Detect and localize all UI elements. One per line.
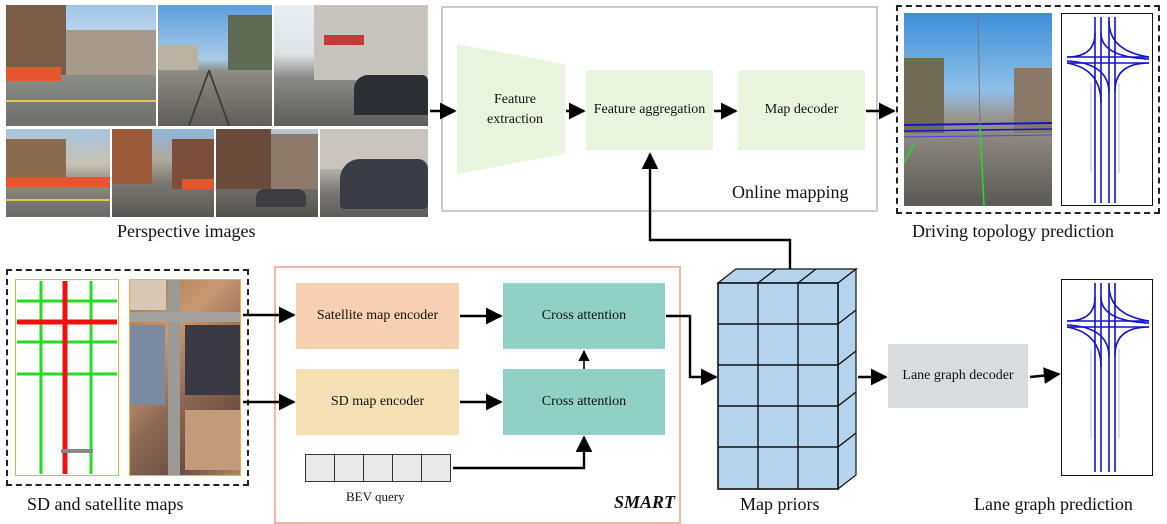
camera-image-back (112, 129, 214, 217)
camera-image-back-right (216, 129, 318, 217)
satellite-map-encoder-block: Satellite map encoder (296, 283, 459, 349)
arrow-lane-decoder-to-prediction (1029, 367, 1061, 384)
feature-extraction-trapezoid (457, 44, 565, 174)
map-decoder-block: Map decoder (738, 70, 865, 150)
lane-graph-caption: Lane graph prediction (974, 494, 1133, 514)
map-priors-caption: Map priors (740, 494, 820, 514)
topology-lane-graph (1061, 13, 1153, 206)
sd-map (15, 279, 119, 476)
lane-graph-prediction (1061, 279, 1153, 476)
cross-attention-bottom-block: Cross attention (503, 369, 665, 435)
bev-query-cells (305, 454, 451, 482)
driving-topology-panel (896, 5, 1160, 214)
perspective-images-grid (6, 5, 428, 217)
cross-attention-top-block: Cross attention (503, 283, 665, 349)
sd-satellite-panel (6, 269, 249, 486)
driving-topology-caption: Driving topology prediction (912, 221, 1114, 241)
camera-image-front-right (274, 5, 428, 126)
camera-image-back-left (6, 129, 110, 217)
lane-graph-decoder-block: Lane graph decoder (888, 344, 1028, 408)
sd-satellite-caption: SD and satellite maps (27, 494, 184, 514)
map-priors-grid (716, 267, 858, 491)
feature-aggregation-block: Feature aggregation (586, 70, 713, 150)
sd-map-encoder-block: SD map encoder (296, 369, 459, 435)
bev-query-label: BEV query (346, 489, 405, 504)
perspective-images-caption: Perspective images (117, 221, 256, 241)
camera-image-front (158, 5, 272, 126)
satellite-map (129, 279, 241, 476)
smart-label: SMART (614, 492, 676, 512)
topology-camera-view (904, 13, 1052, 206)
camera-image-front-left (6, 5, 156, 126)
online-mapping-label: Online mapping (732, 182, 849, 202)
feature-extraction-block: Feature extraction (487, 91, 543, 127)
camera-image-side-right (320, 129, 428, 217)
